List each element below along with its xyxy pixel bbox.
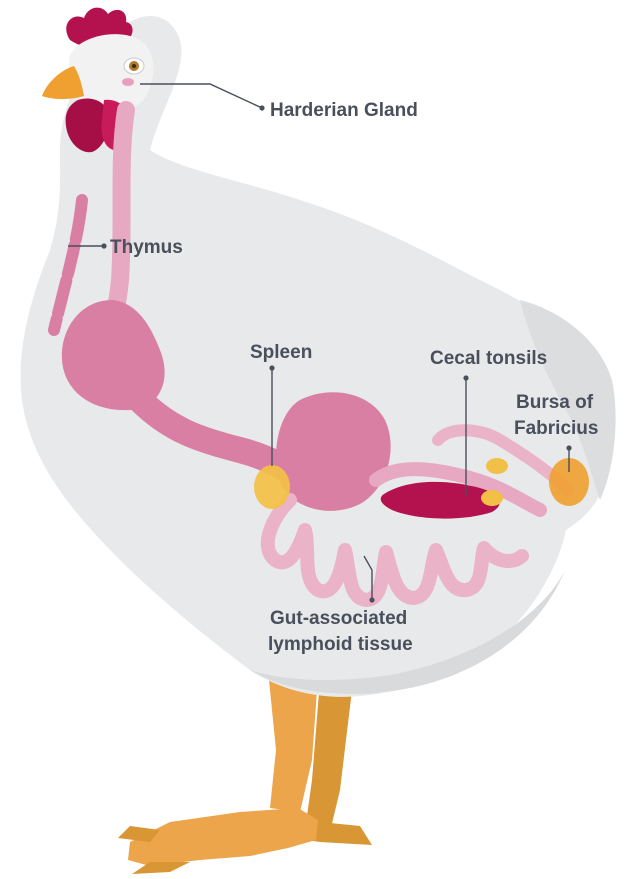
eye-pupil (132, 64, 136, 68)
front-foot-toe-2 (132, 862, 190, 874)
spleen (254, 465, 290, 509)
gizzard (276, 392, 391, 511)
bursa-dot (566, 445, 571, 450)
galt-dot (369, 597, 374, 602)
harderian-gland-label: Harderian Gland (270, 100, 418, 121)
front-foot (128, 808, 318, 866)
esophagus (112, 110, 126, 318)
spleen-dot (269, 365, 274, 370)
bursa-label-line1: Bursa of (516, 392, 594, 413)
galt-label-line1: Gut-associated (270, 608, 407, 629)
legs (118, 670, 372, 874)
bursa-label-line2: Fabricius (514, 418, 598, 439)
cecal-tonsil-upper (486, 458, 508, 474)
harderian-gland-spot (122, 78, 134, 86)
cecal-tonsils-label: Cecal tonsils (430, 348, 547, 369)
harderian-dot (259, 105, 264, 110)
cecal-tonsil-lower (481, 490, 503, 506)
thymus-dot (101, 243, 106, 248)
spleen-label: Spleen (250, 342, 312, 363)
cecal-tonsils-dot (463, 375, 468, 380)
galt-label-line2: lymphoid tissue (268, 634, 413, 655)
thymus-label: Thymus (110, 237, 183, 258)
